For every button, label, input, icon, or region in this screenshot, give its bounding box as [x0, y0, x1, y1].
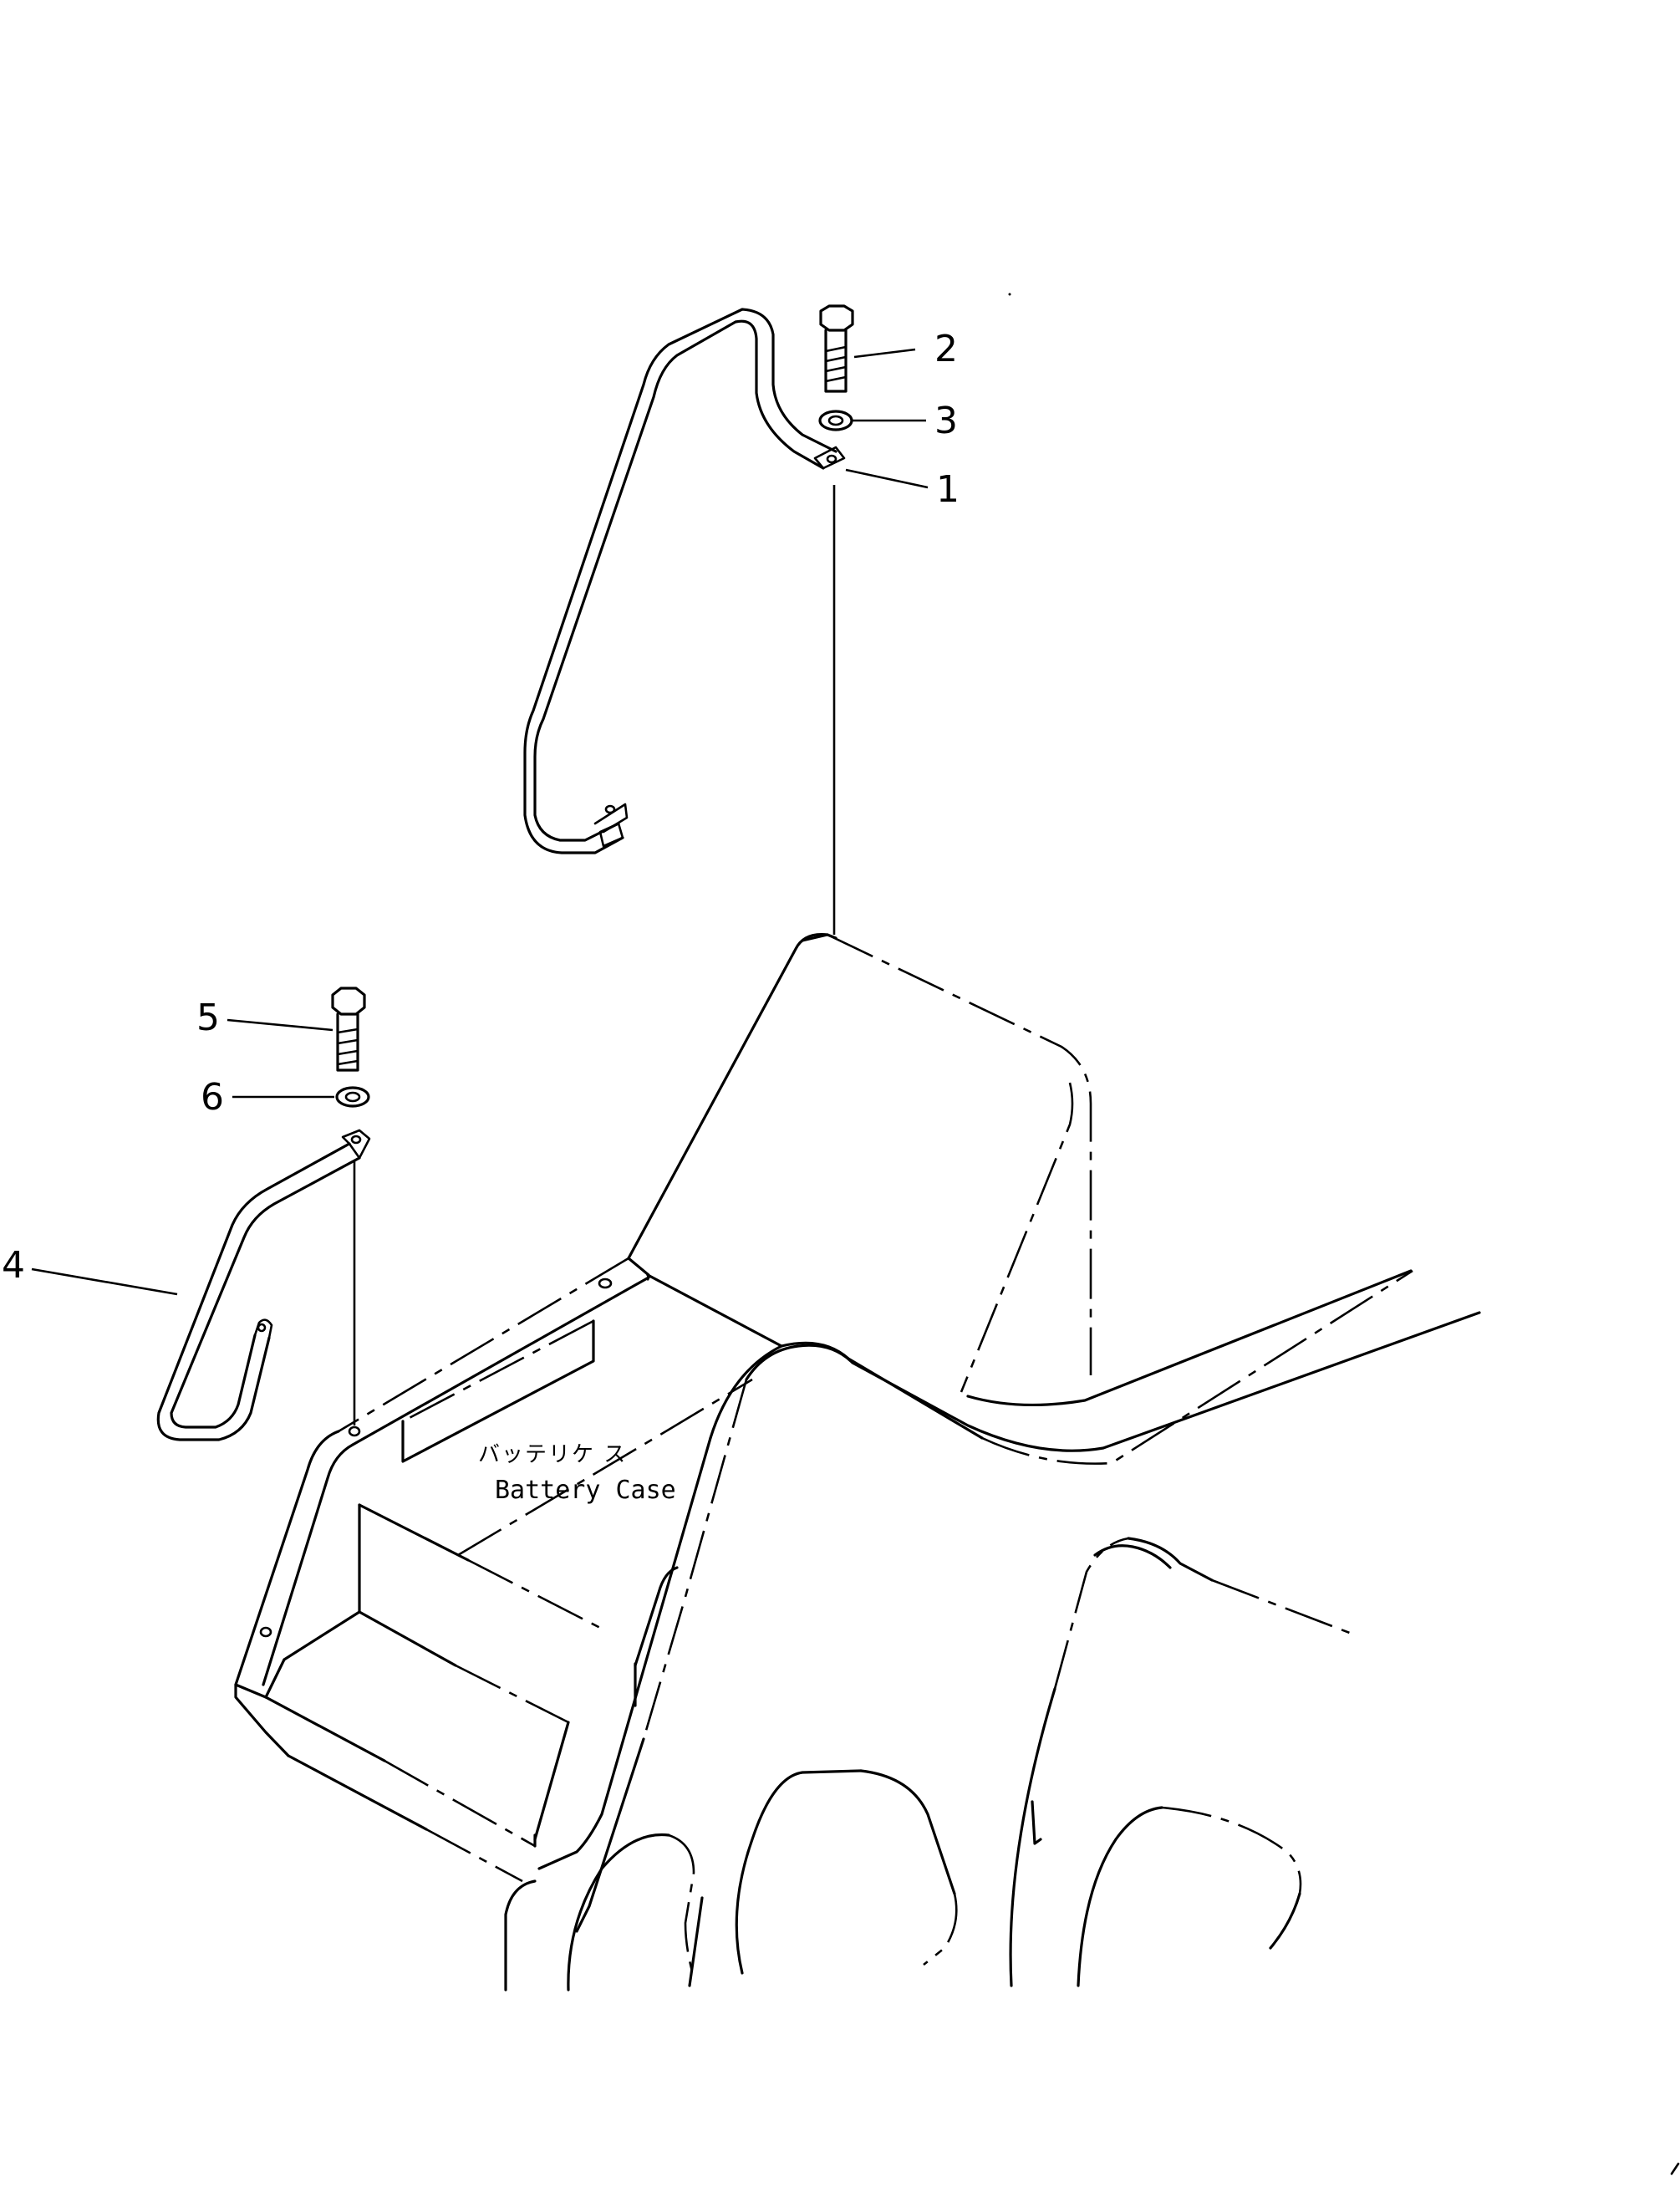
washer-3 [818, 410, 853, 431]
speck [1008, 293, 1011, 296]
bolt-2 [819, 304, 854, 393]
bolt-5 [331, 987, 366, 1072]
corner-mark [1670, 2162, 1680, 2175]
callout-3: 3 [934, 400, 958, 442]
washer-6 [335, 1086, 370, 1108]
upper-handrail [523, 308, 846, 854]
upper-leaders [832, 348, 929, 935]
callout-6: 6 [201, 1076, 224, 1119]
callout-4: 4 [2, 1244, 25, 1287]
callout-1: 1 [936, 468, 960, 511]
battery-case-label: Battery Case [495, 1476, 676, 1505]
callout-5: 5 [196, 997, 220, 1039]
callout-2: 2 [934, 328, 958, 370]
battery-case-body [234, 933, 1481, 1991]
battery-case-label-jp: バッテリケ ス [478, 1442, 627, 1467]
lower-handrail [156, 1129, 371, 1441]
lower-leaders [31, 1018, 356, 1425]
